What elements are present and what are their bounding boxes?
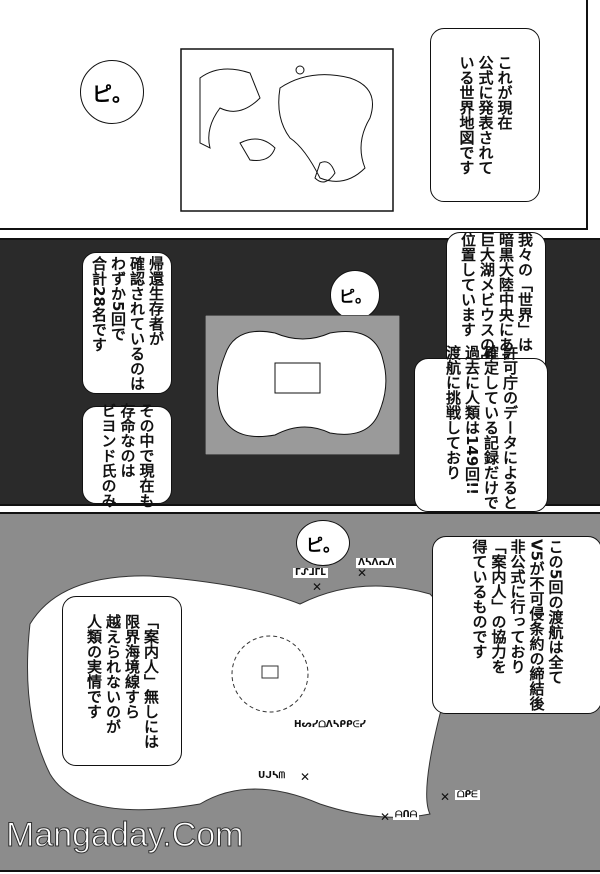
caption-text: その中で現在も 存命なのは ビヨンド氏のみ — [99, 402, 156, 508]
panel-lake-mobius: 帰還生存者が 確認されているのは わずか5回で 合計28名です その中で現在も … — [0, 232, 600, 525]
x-marker: ✕ — [300, 770, 311, 784]
x-marker: ✕ — [312, 580, 323, 594]
x-marker: ✕ — [357, 566, 368, 580]
sfx-bubble: ピ。 — [296, 520, 350, 566]
sfx-bubble: ピ。 — [330, 270, 380, 320]
caption-bubble: この5回の渡航は全て V5が不可侵条約の締結後 非公式に行っており 「案内人」の… — [432, 536, 600, 714]
caption-bubble: その中で現在も 存命なのは ビヨンド氏のみ — [82, 403, 172, 508]
caption-text: 「案内人」無しには 限界海境線すら 越えられないのが 人類の実情です — [85, 613, 160, 749]
caption-text: 帰還生存者が 確認されているのは わずか5回で 合計28名です — [90, 255, 165, 391]
caption-bubble: 我々の「世界」は 暗黒大陸中央にある 巨大湖メビウスの中に 位置しています — [446, 232, 546, 382]
caption-bubble: 許可庁のデータによると 確定している記録だけでも 過去に人類は149回!! 渡航… — [414, 345, 548, 525]
sfx-text: ピ。 — [338, 287, 371, 306]
caption-text: 我々の「世界」は 暗黒大陸中央にある 巨大湖メビウスの中に 位置しています — [459, 232, 534, 382]
sfx-bubble: ピ。 — [80, 60, 144, 124]
map-label: ᕼᔕᓯᗝᐱᓴᑭᑭᕮᓯ — [294, 720, 366, 730]
x-marker: ✕ — [380, 810, 391, 824]
map-label: ᒥᔑᒧᒥᒪ — [293, 568, 328, 578]
panel-world-map: ピ。 これが現在 公式に発表されて いる世界地図です — [0, 0, 588, 230]
watermark: Mangaday.Com — [6, 816, 244, 855]
caption-text: 許可庁のデータによると 確定している記録だけでも 過去に人類は149回!! 渡航… — [444, 345, 519, 525]
map-label: ᗝᑭᗴ — [455, 790, 480, 800]
map-label: ᗩᑎᗩ — [393, 810, 420, 820]
lake-map-image — [205, 315, 400, 455]
caption-bubble: 「案内人」無しには 限界海境線すら 越えられないのが 人類の実情です — [62, 596, 182, 766]
caption-bubble: これが現在 公式に発表されて いる世界地図です — [430, 28, 540, 202]
sfx-text: ピ。 — [92, 81, 132, 106]
sfx-text: ピ。 — [306, 535, 340, 556]
panel-lake-detail: ピ。 ᒥᔑᒧᒥᒪ ✕ ᐱᓴᐱᕆᐱ ✕ ᕼᔕᓯᗝᐱᓴᑭᑭᕮᓯ ᑌᒍᓴᗰ ✕ ✕ ᗝ… — [0, 512, 600, 872]
caption-bubble: 帰還生存者が 確認されているのは わずか5回で 合計28名です — [82, 252, 172, 394]
map-label: ᑌᒍᓴᗰ — [256, 771, 288, 781]
caption-text: この5回の渡航は全て V5が不可侵条約の締結後 非公式に行っており 「案内人」の… — [470, 538, 565, 712]
map-label: ᐱᓴᐱᕆᐱ — [356, 558, 397, 568]
world-map-image — [180, 48, 394, 212]
caption-text: これが現在 公式に発表されて いる世界地図です — [457, 55, 514, 175]
x-marker: ✕ — [440, 790, 451, 804]
